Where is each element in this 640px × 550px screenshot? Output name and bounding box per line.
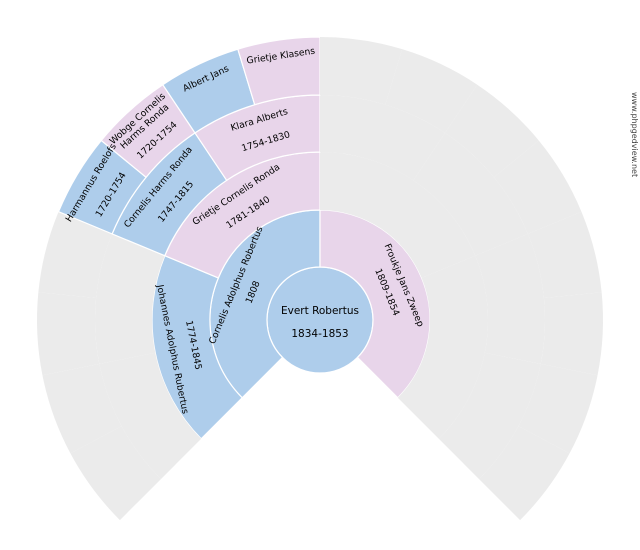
site-watermark: www.phpgedview.net xyxy=(630,92,639,178)
fan-center-name: Evert Robertus xyxy=(281,305,359,317)
fan-segment-empty xyxy=(413,132,528,256)
fan-segment-empty xyxy=(493,140,582,234)
fan-segment-person[interactable] xyxy=(100,83,196,179)
fan-segment-empty xyxy=(38,211,113,298)
fan-segment-empty xyxy=(475,233,545,364)
fan-segment-empty xyxy=(320,151,476,278)
fan-segment-empty xyxy=(70,426,161,521)
fan-segment-empty xyxy=(518,363,598,454)
fan-segment-person[interactable] xyxy=(237,36,321,106)
fan-segment-empty xyxy=(320,37,403,105)
fan-segment-empty xyxy=(95,233,165,364)
fan-segment-empty xyxy=(37,292,100,376)
fan-segment-empty xyxy=(479,426,570,521)
fan-segment-empty xyxy=(438,352,541,480)
fan-segment-empty xyxy=(320,95,446,181)
fan-segment-empty xyxy=(527,211,602,298)
fan-segment-empty xyxy=(42,363,122,454)
fan-segment-empty xyxy=(397,255,488,439)
fan-segment-empty xyxy=(385,49,478,133)
fan-segments-layer xyxy=(37,36,604,521)
fan-segment-person[interactable] xyxy=(319,209,431,399)
fan-segment-person[interactable] xyxy=(57,139,147,235)
fan-segment-empty xyxy=(445,84,539,178)
fan-center-dates: 1834-1853 xyxy=(291,328,348,340)
fan-segment-empty xyxy=(99,352,202,480)
fan-segment-empty xyxy=(540,292,604,376)
fan-segment-person[interactable] xyxy=(161,48,256,134)
